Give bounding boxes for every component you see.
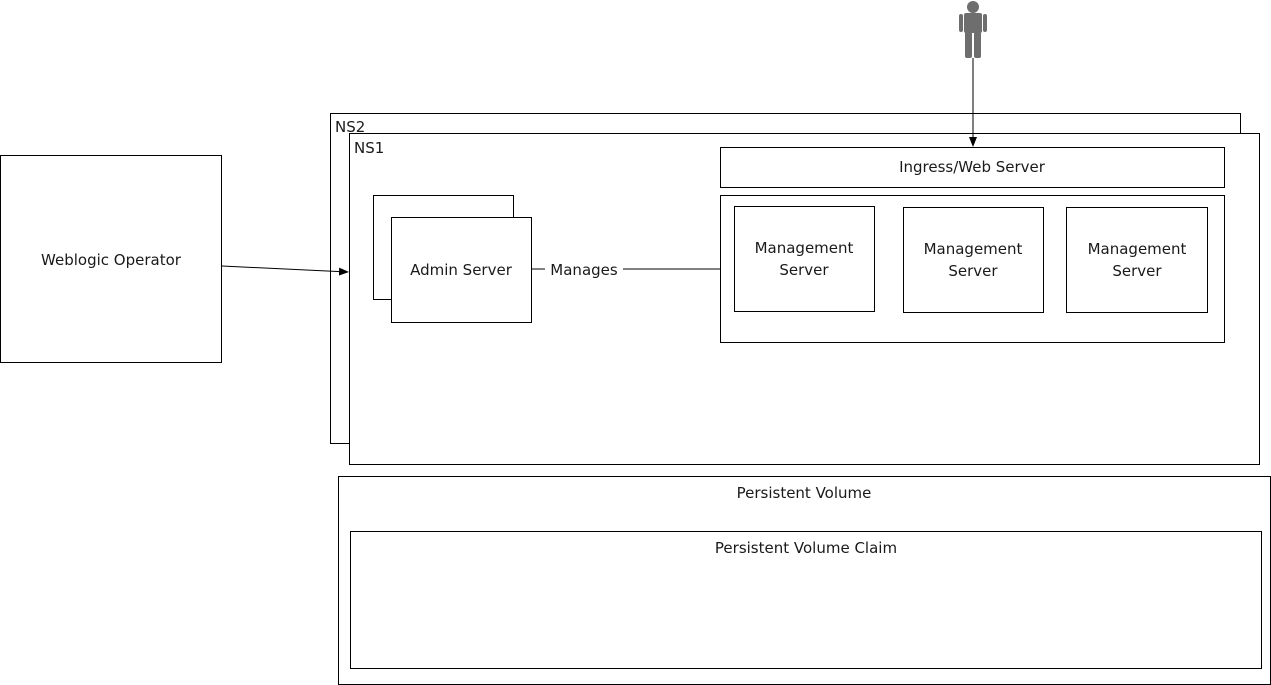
persistent-volume-label: Persistent Volume [737,484,872,502]
managed-server-2-line1: Management [924,240,1023,258]
namespace-ns2-label: NS2 [335,118,365,136]
managed-server-3: Management Server [1066,207,1208,313]
manages-label: Manages [550,261,618,279]
managed-servers-cluster: Management Server Management Server Mana… [720,195,1225,343]
managed-server-1-line2: Server [779,261,829,279]
managed-server-2: Management Server [903,207,1044,313]
weblogic-operator-label: Weblogic Operator [41,251,182,269]
managed-server-3-line2: Server [1112,262,1162,280]
admin-server-node: Admin Server [373,195,532,323]
ingress-web-server-node: Ingress/Web Server [720,147,1225,188]
weblogic-operator-node: Weblogic Operator [0,155,222,363]
managed-server-1: Management Server [734,206,875,312]
admin-server-front-card [391,217,532,323]
persistent-volume-claim-node: Persistent Volume Claim [350,531,1262,669]
admin-server-label: Admin Server [410,261,513,279]
managed-server-3-line1: Management [1088,240,1187,258]
persistent-volume-node: Persistent Volume Persistent Volume Clai… [338,476,1271,685]
persistent-volume-claim-label: Persistent Volume Claim [715,539,897,557]
managed-server-2-line2: Server [948,262,998,280]
ingress-web-server-label: Ingress/Web Server [899,158,1046,176]
operator-to-ns1-arrow [221,265,349,276]
managed-server-1-line1: Management [755,239,854,257]
person-icon [959,1,987,58]
namespace-ns1-label: NS1 [354,139,384,157]
